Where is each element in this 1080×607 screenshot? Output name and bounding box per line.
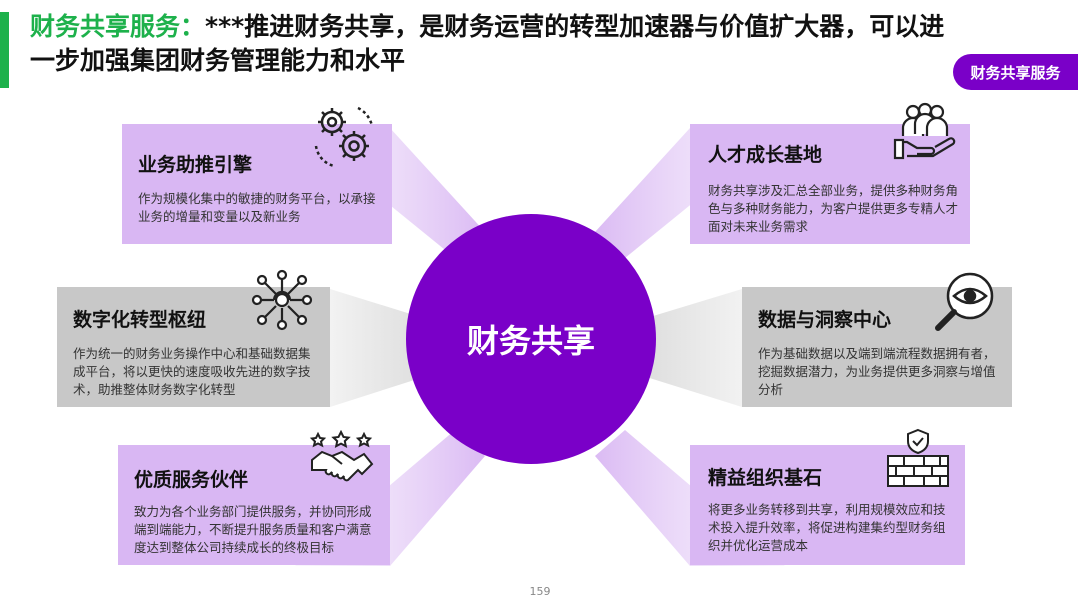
page-number: 159 [529, 585, 551, 598]
page-title-lead: 财务共享服务： [30, 12, 206, 41]
card-talent-base: 人才成长基地 财务共享涉及汇总全部业务，提供多种财务角色与多种财务能力，为客户提… [690, 124, 970, 244]
network-icon [251, 269, 313, 331]
people-hand-icon [893, 102, 956, 160]
card-title: 数字化转型枢纽 [73, 309, 207, 331]
magnifier-eye-icon [935, 272, 994, 331]
beam-mid-right [640, 289, 742, 407]
card-text: 致力为各个业务部门提供服务，并协同形成端到端能力，不断提升服务质量和客户满意度达… [134, 504, 372, 555]
card-text: 作为规模化集中的敏捷的财务平台，以承接业务的增量和变量以及新业务 [138, 191, 376, 224]
card-text: 财务共享涉及汇总全部业务，提供多种财务角色与多种财务能力，为客户提供更多专精人才… [708, 183, 959, 234]
card-text: 将更多业务转移到共享，利用规模效应和技术投入提升效率，将促进构建集约型财务组织并… [708, 502, 946, 553]
card-title: 优质服务伙伴 [134, 469, 249, 491]
card-title: 精益组织基石 [708, 467, 823, 489]
center-circle: 财务共享 [406, 214, 656, 464]
beam-mid-left [330, 289, 430, 407]
gears-icon [314, 106, 374, 168]
page-title-text: ***推进财务共享，是财务运营的转型加速器与价值扩大器，可以进一步加强集团财务管… [30, 12, 945, 75]
card-text: 作为基础数据以及端到端流程数据拥有者，挖掘数据潜力，为业务提供更多洞察与增值分析 [758, 346, 996, 397]
handshake-stars-icon [309, 430, 374, 482]
card-business-engine: 业务助推引擎 作为规模化集中的敏捷的财务平台，以承接业务的增量和变量以及新业务 [122, 124, 392, 244]
brick-wall-shield-icon [887, 428, 949, 487]
card-title: 业务助推引擎 [138, 154, 253, 176]
card-title: 人才成长基地 [708, 144, 823, 166]
card-text: 作为统一的财务业务操作中心和基础数据集成平台，将以更快的速度吸收先进的数字技术，… [73, 346, 311, 397]
title-accent-bar [0, 12, 9, 88]
section-tag: 财务共享服务 [953, 54, 1078, 90]
card-title: 数据与洞察中心 [758, 309, 892, 331]
card-digital-hub: 数字化转型枢纽 作为统一的财务业务操作中心和基础数据集成平台，将以更快的速度吸收… [57, 287, 330, 407]
page-title: 财务共享服务：***推进财务共享，是财务运营的转型加速器与价值扩大器，可以进一步… [30, 10, 960, 78]
